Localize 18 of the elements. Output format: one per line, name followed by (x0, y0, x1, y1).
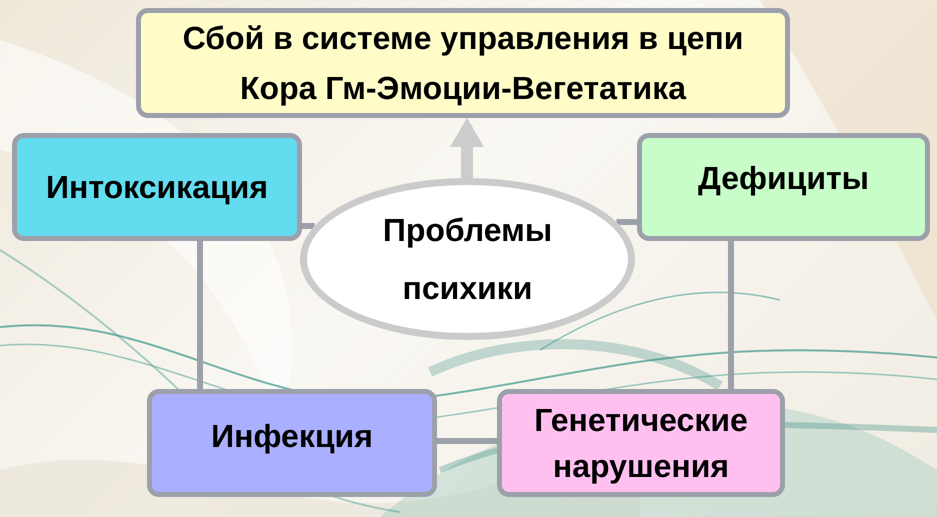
node-label: Дефициты (698, 159, 869, 198)
connector-line (302, 223, 315, 229)
arrow (450, 118, 484, 178)
node-label: Интоксикация (46, 168, 268, 207)
node-label: Проблемы психики (382, 211, 554, 308)
process-box (497, 389, 785, 497)
process-box (147, 389, 437, 497)
process-box (637, 133, 930, 241)
connector-line (437, 438, 497, 444)
process-box (12, 133, 302, 241)
node-label: Сбой в системе управления в цепи Кора Гм-Эмоции-Вегетатика (182, 19, 744, 108)
center-ellipse (300, 178, 635, 340)
node-label: Инфекция (211, 417, 373, 456)
connector-line (616, 219, 637, 225)
connector-line (197, 241, 203, 389)
node-label: Генетические нарушения (533, 401, 749, 486)
title-box (136, 8, 790, 118)
connector-line (728, 241, 734, 389)
